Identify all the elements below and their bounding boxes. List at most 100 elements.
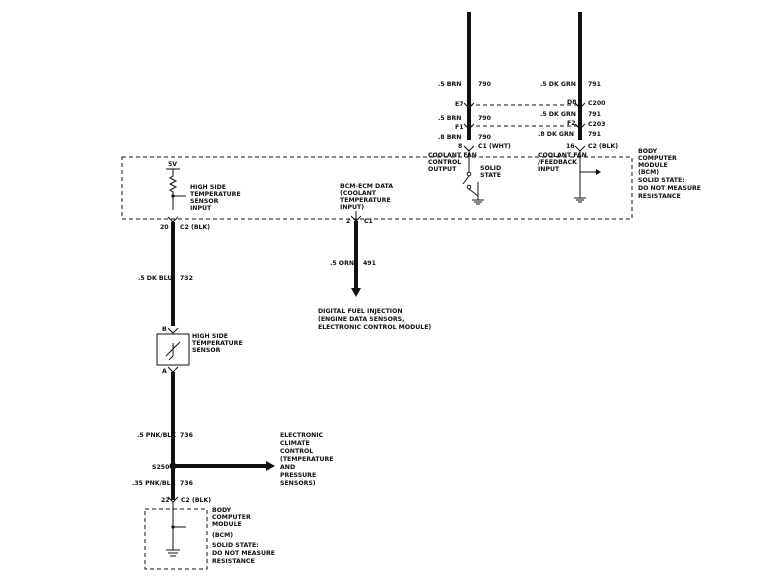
eccm-label-4: (TEMPERATURE: [280, 456, 334, 463]
dfi-label-1: DIGITAL FUEL INJECTION: [318, 308, 403, 315]
hs-input-line-4: INPUT: [190, 205, 212, 212]
fan-feedback-line-2: /FEEDBACK: [538, 159, 577, 166]
sensor-pin-b-arrow: [167, 327, 179, 334]
wire-491-color: .5 ORN: [330, 260, 354, 267]
bcm-label-7: RESISTANCE: [638, 193, 681, 200]
feedback-arrow-icon: [596, 169, 601, 175]
sensor-label-2: TEMPERATURE: [192, 340, 243, 347]
connector-c1-arrow: [463, 145, 475, 152]
ground-icon-fan: [472, 199, 484, 205]
high-side-sensor-box: [156, 333, 190, 366]
ecm-data-line-1: BCM-ECM DATA: [340, 183, 393, 190]
bcm-bottom-label-3: MODULE: [212, 521, 242, 528]
solid-state-2: STATE: [480, 172, 501, 179]
fan-output-line-1: COOLANT FAN: [428, 152, 477, 159]
ground-icon-bottom: [166, 549, 180, 557]
wire-791-color-c: .8 DK GRN: [538, 131, 574, 138]
wire-790-number-c: 790: [478, 134, 492, 141]
pin-e7: E7: [455, 101, 464, 108]
ecm-data-line-3: TEMPERATURE: [340, 197, 391, 204]
wire-791-number-b: 791: [588, 111, 601, 118]
hs-input-line-3: SENSOR: [190, 198, 219, 205]
bcm-bottom-label-4: (BCM): [212, 532, 233, 539]
eccm-label-2: CLIMATE: [280, 440, 310, 447]
pin-f2: F2: [567, 120, 576, 127]
eccm-arrow-icon: [266, 461, 275, 471]
bcm-bottom-label-7: RESISTANCE: [212, 558, 255, 565]
voltage-5v: 5V: [168, 161, 177, 168]
fan-feedback-line-1: COOLANT FAN: [538, 152, 587, 159]
eccm-label-1: ELECTRONIC: [280, 432, 324, 439]
connector-c1-wht: C1 (WHT): [478, 143, 511, 150]
bcm-label-5: SOLID STATE:: [638, 177, 685, 184]
pin-16: 16: [566, 143, 575, 150]
pullup-resistor-icon: [168, 169, 178, 210]
solid-state-1: SOLID: [480, 165, 501, 172]
wire-790-number-b: 790: [478, 115, 492, 122]
eccm-label-7: SENSORS): [280, 480, 316, 487]
connector-c1-mid: C1: [364, 218, 373, 225]
eccm-label-6: PRESSURE: [280, 472, 316, 479]
switch-to-ground: [468, 188, 479, 197]
wire-736-number: 736: [180, 432, 193, 439]
bcm-bottom-label-6: DO NOT MEASURE: [212, 550, 275, 557]
bcm-label-6: DO NOT MEASURE: [638, 185, 701, 192]
hs-input-line-2: TEMPERATURE: [190, 191, 241, 198]
pin-f1: F1: [455, 124, 464, 131]
sensor-label-1: HIGH SIDE: [192, 333, 228, 340]
wire-790-color-b: .5 BRN: [438, 115, 461, 122]
ecm-data-line-4: INPUT): [340, 204, 364, 211]
bcm-bottom-label-1: BODY: [212, 507, 232, 514]
thermistor-icon: [165, 341, 181, 361]
bcm-label-2: COMPUTER: [638, 155, 677, 162]
wire-732-color: .5 DK BLU: [138, 275, 172, 282]
pin-d8: D8: [567, 99, 576, 106]
dfi-label-2: (ENGINE DATA SENSORS,: [318, 316, 404, 323]
connector-c2-blk-left: C2 (BLK): [180, 224, 210, 231]
eccm-label-3: CONTROL: [280, 448, 313, 455]
wire-790-color: .5 BRN: [438, 81, 461, 88]
pin-20: 20: [160, 224, 169, 231]
ecm-data-line-2: (COOLANT: [340, 190, 377, 197]
bcm-module-box: [121, 156, 633, 220]
eccm-label-5: AND: [280, 464, 295, 471]
ground-icon-feedback: [574, 197, 586, 203]
dfi-arrow-icon: [351, 288, 361, 297]
bcm-bottom-label-2: COMPUTER: [212, 514, 251, 521]
pin-22: 22: [161, 497, 170, 504]
connector-c203: C203: [588, 121, 605, 128]
connector-c200: C200: [588, 100, 606, 107]
hs-input-line-1: HIGH SIDE: [190, 184, 226, 191]
bcm-label-1: BODY: [638, 148, 658, 155]
fan-feedback-line-3: INPUT: [538, 166, 560, 173]
connector-c2-blk-bottom: C2 (BLK): [181, 497, 211, 504]
wire-791-color: .5 DK GRN: [540, 81, 576, 88]
bcm-bottom-box: [144, 508, 208, 570]
sensor-pin-a: A: [162, 368, 167, 375]
wire-491-number: 491: [363, 260, 376, 267]
sensor-pin-b: B: [162, 326, 167, 333]
wire-736-color-b: .35 PNK/BLK: [132, 480, 176, 487]
wire-790-color-c: .8 BRN: [438, 134, 461, 141]
sensor-pin-a-arrow: [167, 366, 179, 373]
splice-s250-label: S250: [152, 464, 170, 471]
wire-791-number-c: 791: [588, 131, 601, 138]
wire-732-number: 732: [180, 275, 193, 282]
bcm-bottom-label-5: SOLID STATE:: [212, 542, 259, 549]
fan-output-line-3: OUTPUT: [428, 166, 457, 173]
wire-736-color: .5 PNK/BLK: [137, 432, 176, 439]
switch-contact-bottom: [466, 184, 472, 190]
pin-2: 2: [346, 218, 350, 225]
connector-c2-blk-top: C2 (BLK): [588, 143, 618, 150]
bcm-label-4: (BCM): [638, 169, 659, 176]
switch-blade-icon: [462, 175, 470, 185]
switch-contact-top: [466, 171, 472, 177]
fan-output-line-2: CONTROL: [428, 159, 461, 166]
bcm-label-3: MODULE: [638, 162, 668, 169]
wire-791-color-b: .5 DK GRN: [540, 111, 576, 118]
wire-736-number-b: 736: [180, 480, 193, 487]
wire-790-number: 790: [478, 81, 492, 88]
connector-c2-arrow-top: [574, 145, 586, 152]
sensor-label-3: SENSOR: [192, 347, 221, 354]
